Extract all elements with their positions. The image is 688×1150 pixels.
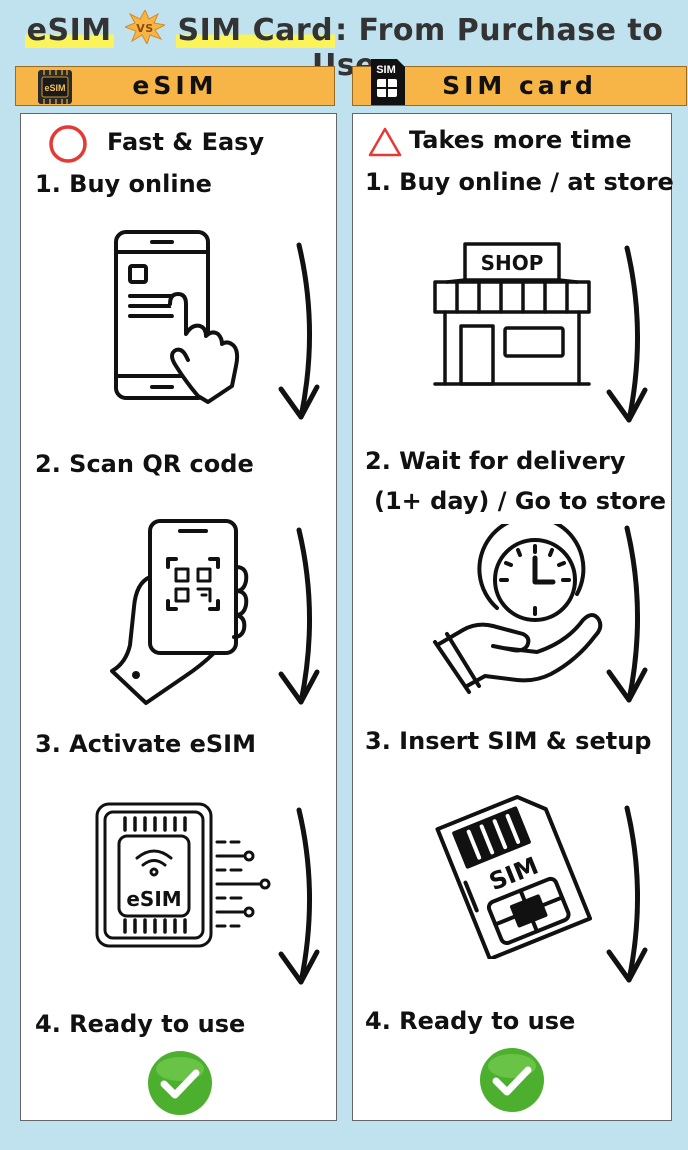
down-arrow-icon [606,245,648,423]
sim-card-icon: SIM [435,794,593,959]
circle-mark-icon [49,125,87,163]
phone-tap-icon [114,230,240,404]
esim-logo-text: eSIM [44,83,65,93]
sim-logo-text: SIM [376,64,396,76]
shop-label: SHOP [481,251,544,275]
sim-step-2-detail: (1+ day) / Go to store [374,487,667,515]
sim-header: SIM SIM card [352,59,687,106]
hand-qr-phone-icon [110,519,249,705]
esim-step-3: 3. Activate eSIM [35,730,256,758]
sim-step-4: 4. Ready to use [365,1007,576,1035]
sim-panel: Takes more time 1. Buy online / at store… [352,113,674,1121]
down-arrow-icon [606,525,648,703]
esim-panel: Fast & Easy 1. Buy online 2. Scan QR cod… [20,113,337,1121]
check-icon [480,1048,544,1112]
esim-step-2: 2. Scan QR code [35,450,254,478]
clock-hand-icon [433,524,603,694]
down-arrow-icon [606,805,648,983]
sim-step-1: 1. Buy online / at store [365,168,674,196]
esim-header-label: eSIM [132,71,218,100]
esim-step-1: 1. Buy online [35,170,212,198]
esim-chip-label: eSIM [126,887,181,911]
down-arrow-icon [278,807,320,985]
sim-step-3: 3. Insert SIM & setup [365,727,652,755]
esim-header: eSIM eSIM [15,66,335,106]
esim-rating-text: Fast & Easy [107,128,265,156]
check-icon [148,1051,212,1115]
sim-step-2: 2. Wait for delivery [365,447,626,475]
esim-chip-logo-icon: eSIM [38,70,72,104]
vs-burst-icon: VS [124,10,165,44]
vs-text: VS [136,22,153,35]
sim-header-label: SIM card [442,71,597,100]
triangle-mark-icon [368,127,402,157]
sim-rating-text: Takes more time [409,126,632,154]
page-title: eSIM VS SIM Card: From Purchase to Use [0,10,688,83]
title-esim: eSIM [24,13,114,48]
down-arrow-icon [278,242,320,420]
esim-step-4: 4. Ready to use [35,1010,246,1038]
title-sim-card: SIM Card [175,13,336,48]
sim-card-logo-icon: SIM [371,59,405,105]
shop-icon: SHOP [433,242,591,386]
esim-chip-icon: eSIM [95,802,271,948]
down-arrow-icon [278,527,320,705]
